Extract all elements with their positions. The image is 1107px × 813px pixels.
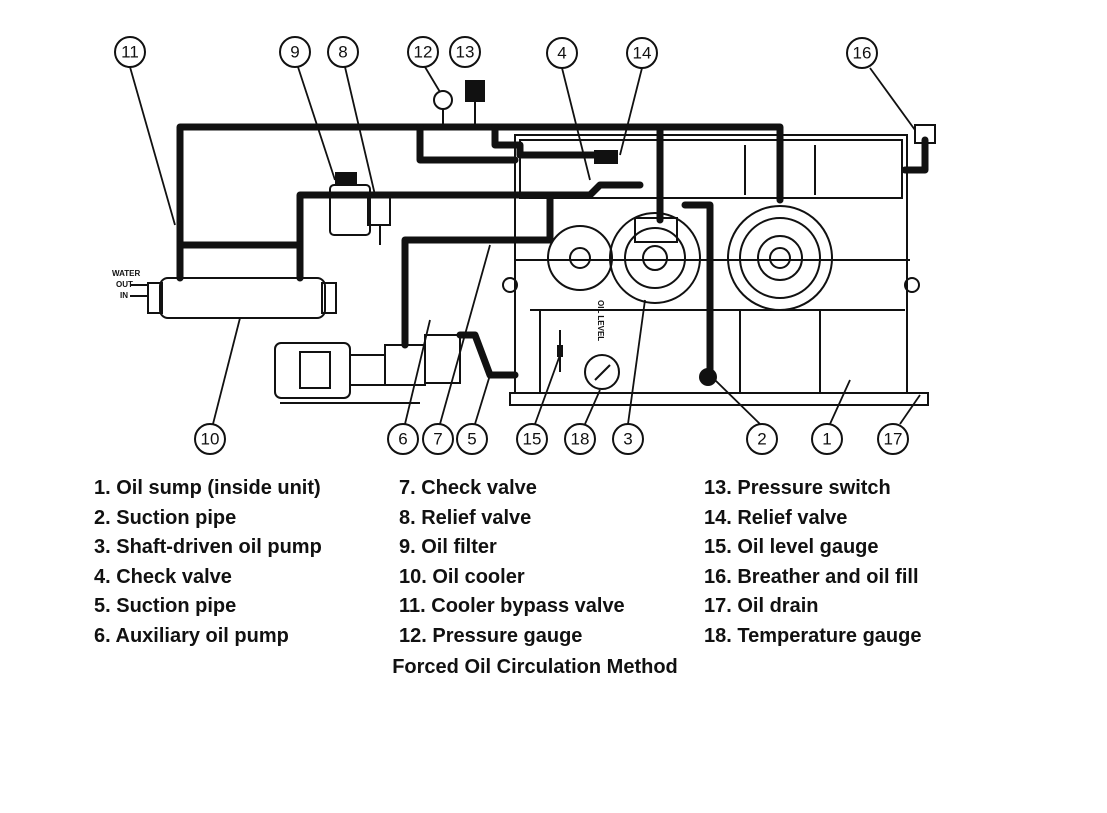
callout-14: 14: [626, 37, 658, 69]
svg-text:1: 1: [822, 430, 831, 449]
legend-item: 15. Oil level gauge: [704, 536, 879, 558]
svg-text:5: 5: [467, 430, 476, 449]
callout-10: 10: [194, 423, 226, 455]
tank-label: OIL LEVEL: [596, 300, 605, 341]
callout-4: 4: [546, 37, 578, 69]
legend-item: 3. Shaft-driven oil pump: [94, 536, 322, 558]
svg-text:15: 15: [523, 430, 542, 449]
callout-5: 5: [456, 423, 488, 455]
callout-15: 15: [516, 423, 548, 455]
callout-2: 2: [746, 423, 778, 455]
oil-level-gauge: [557, 330, 563, 372]
cooler-water-label: WATER: [112, 269, 141, 278]
callout-18: 18: [564, 423, 596, 455]
callout-3: 3: [612, 423, 644, 455]
legend-item: 1. Oil sump (inside unit): [94, 477, 321, 499]
diagram-caption: Forced Oil Circulation Method: [392, 656, 678, 678]
callout-7: 7: [422, 423, 454, 455]
callout-16: 16: [846, 37, 878, 69]
legend-item: 17. Oil drain: [704, 595, 819, 617]
callout-8: 8: [327, 36, 359, 68]
svg-text:18: 18: [571, 430, 590, 449]
svg-text:8: 8: [338, 43, 347, 62]
svg-text:11: 11: [121, 43, 139, 62]
svg-text:6: 6: [398, 430, 407, 449]
legend-item: 16. Breather and oil fill: [704, 565, 919, 588]
svg-text:17: 17: [884, 430, 903, 449]
legend-column-1: 1. Oil sump (inside unit) 2. Suction pip…: [94, 474, 322, 651]
gearbox-housing: [502, 134, 929, 406]
legend-item: 7. Check valve: [399, 477, 537, 499]
svg-text:4: 4: [557, 44, 566, 63]
legend-item: 10. Oil cooler: [399, 565, 525, 588]
legend-item: 5. Suction pipe: [94, 595, 237, 617]
cooler-out-label: OUT: [116, 280, 133, 289]
gear-left: [547, 225, 613, 291]
svg-text:3: 3: [623, 430, 632, 449]
legend-item: 4. Check valve: [94, 565, 232, 588]
legend-item: 14. Relief valve: [704, 506, 848, 529]
auxiliary-motor: [274, 342, 420, 404]
legend-column-2: 7. Check valve 8. Relief valve 9. Oil fi…: [399, 474, 625, 651]
pressure-switch-icon: [465, 80, 485, 125]
legend-item: 9. Oil filter: [399, 536, 497, 558]
cooler-in-label: IN: [120, 291, 128, 300]
callout-12: 12: [407, 36, 439, 68]
breather-icon: [901, 124, 936, 174]
svg-text:9: 9: [290, 43, 299, 62]
legend-item: 18. Temperature gauge: [704, 624, 922, 647]
svg-text:7: 7: [433, 430, 442, 449]
svg-text:14: 14: [633, 44, 652, 63]
legend-item: 13. Pressure switch: [704, 477, 891, 499]
svg-text:12: 12: [414, 43, 433, 62]
auxiliary-pump: [384, 334, 461, 386]
gear-right: [727, 205, 833, 311]
legend-item: 6. Auxiliary oil pump: [94, 624, 289, 647]
oil-filter: [329, 172, 371, 236]
callout-13: 13: [449, 36, 481, 68]
legend-item: 2. Suction pipe: [94, 506, 237, 529]
svg-text:13: 13: [456, 43, 475, 62]
legend-item: 8. Relief valve: [399, 506, 532, 529]
relief-valve-14: [594, 150, 618, 164]
temperature-gauge: [584, 354, 620, 390]
legend-item: 12. Pressure gauge: [399, 624, 583, 647]
shaft-driven-pump: [609, 212, 701, 304]
oil-circulation-diagram: OIL LEVEL WATER OUT IN: [112, 36, 936, 455]
callout-11: 11: [114, 36, 146, 68]
svg-text:2: 2: [757, 430, 766, 449]
callout-1: 1: [811, 423, 843, 455]
leader-lines: [129, 66, 921, 425]
pressure-gauge-icon: [433, 90, 453, 125]
oil-cooler: [130, 277, 337, 319]
pipework: [176, 123, 784, 386]
legend-column-3: 13. Pressure switch 14. Relief valve 15.…: [704, 474, 921, 651]
relief-valve-8: [367, 194, 391, 245]
callout-9: 9: [279, 36, 311, 68]
svg-text:10: 10: [201, 430, 220, 449]
callout-17: 17: [877, 423, 909, 455]
svg-text:16: 16: [853, 44, 872, 63]
callout-6: 6: [387, 423, 419, 455]
legend-item: 11. Cooler bypass valve: [399, 595, 625, 617]
